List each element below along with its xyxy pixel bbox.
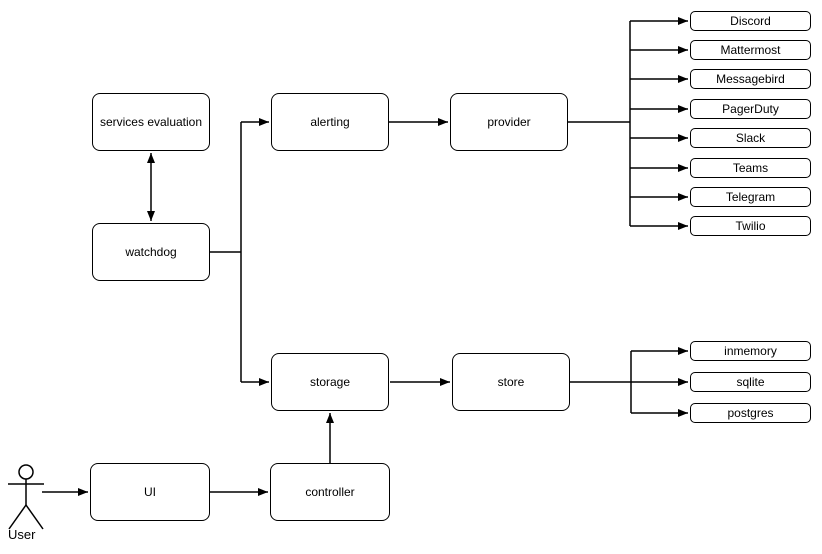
provider-item-teams: Teams [690, 158, 811, 178]
node-label: Messagebird [716, 71, 785, 86]
store-item-sqlite: sqlite [690, 372, 811, 392]
node-label: watchdog [125, 244, 177, 259]
node-label: provider [487, 114, 531, 129]
node-label: sqlite [736, 374, 765, 389]
node-label: Teams [732, 160, 769, 175]
node-label: PagerDuty [722, 101, 779, 116]
store-item-postgres: postgres [690, 403, 811, 423]
provider-item-mattermost: Mattermost [690, 40, 811, 60]
node-label: Mattermost [720, 42, 781, 57]
store-item-inmemory: inmemory [690, 341, 811, 361]
edge-watchdog-branch [210, 118, 269, 386]
node-label: Twilio [735, 218, 766, 233]
node-label: postgres [727, 405, 774, 420]
provider-item-slack: Slack [690, 128, 811, 148]
node-label: Telegram [725, 189, 776, 204]
node-alerting: alerting [271, 93, 389, 151]
provider-item-messagebird: Messagebird [690, 69, 811, 89]
node-storage: storage [271, 353, 389, 411]
node-label: inmemory [724, 343, 777, 358]
provider-item-twilio: Twilio [690, 216, 811, 236]
user-actor-label: User [8, 527, 36, 542]
node-label: UI [144, 484, 156, 499]
node-label: services evaluation [99, 114, 203, 129]
node-services-evaluation: services evaluation [92, 93, 210, 151]
node-store: store [452, 353, 570, 411]
node-provider: provider [450, 93, 568, 151]
edge-store-fanout [570, 347, 688, 417]
node-label: controller [305, 484, 355, 499]
provider-item-pagerduty: PagerDuty [690, 99, 811, 119]
edge-provider-fanout [568, 17, 688, 230]
node-watchdog: watchdog [92, 223, 210, 281]
node-label: alerting [310, 114, 350, 129]
node-label: storage [309, 374, 351, 389]
user-actor-icon [8, 464, 44, 530]
node-label: store [497, 374, 525, 389]
node-label: Slack [735, 130, 766, 145]
provider-item-telegram: Telegram [690, 187, 811, 207]
node-controller: controller [270, 463, 390, 521]
node-ui: UI [90, 463, 210, 521]
provider-item-discord: Discord [690, 11, 811, 31]
node-label: Discord [730, 13, 771, 28]
